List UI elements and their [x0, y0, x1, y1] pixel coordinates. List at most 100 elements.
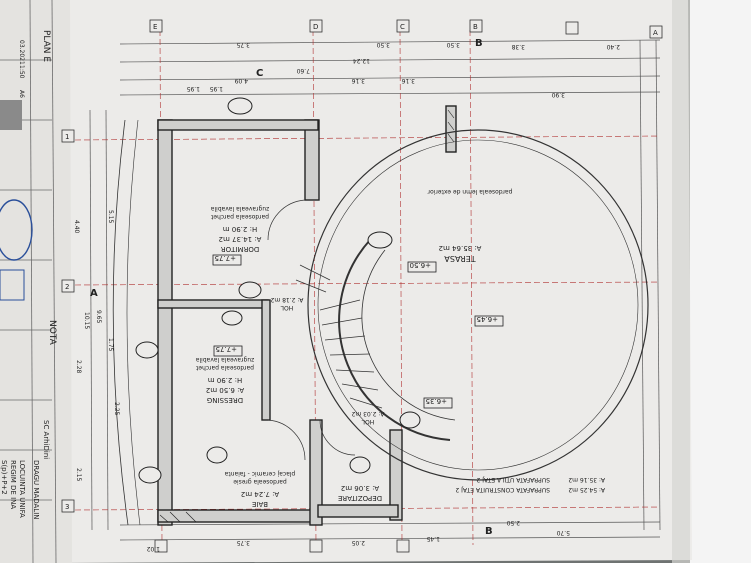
summary-built-label: SUPRAFATA CONSTRUITA ETAJ 2	[455, 486, 550, 493]
svg-text:2.15: 2.15	[75, 468, 82, 482]
svg-text:1.45: 1.45	[426, 535, 440, 542]
room-dressing-height: H: 2.90 m	[208, 376, 243, 384]
svg-text:A: A	[653, 29, 658, 37]
stamp-blue	[0, 199, 33, 261]
left-curve-inner	[126, 119, 141, 526]
svg-text:3.16: 3.16	[351, 77, 365, 84]
section-mark-b-top: B	[475, 38, 483, 49]
svg-text:3.90: 3.90	[551, 91, 565, 98]
room-dressing-name: DRESSING	[207, 396, 243, 404]
summary-useful-label: SUPRAFATA UTILA ETAJ 2	[476, 476, 550, 483]
room-dormitor-height: H: 2.90 m	[223, 225, 258, 233]
summary-built-value: A: 54.25 m2	[568, 486, 605, 493]
svg-text:3.16: 3.16	[401, 77, 415, 84]
binder-clip	[0, 100, 22, 130]
room-dressing-walls: zugraveala lavabila	[195, 356, 254, 363]
svg-text:2.40: 2.40	[606, 43, 620, 50]
room-dormitor-floor: pardoseala parchet	[210, 213, 269, 220]
title-block-strip	[0, 0, 72, 563]
project-line-3: S(p)+P+2	[0, 460, 8, 495]
wall-hatching	[159, 109, 455, 523]
svg-text:2: 2	[65, 283, 69, 291]
walls	[157, 105, 457, 526]
left-curve	[112, 119, 129, 526]
section-mark-c-top: C	[256, 68, 263, 79]
axis-letters: E D C B A 1 2 3	[65, 23, 658, 511]
svg-text:3: 3	[65, 503, 69, 511]
svg-text:10.15: 10.15	[83, 312, 90, 329]
svg-text:1: 1	[65, 133, 69, 141]
drawing-number: A6	[18, 90, 25, 98]
note-title: NOTA	[47, 320, 57, 346]
room-baie-walls: placaj ceramic - faianta	[224, 470, 295, 477]
svg-text:3.75: 3.75	[236, 41, 250, 48]
svg-text:12.24: 12.24	[353, 57, 370, 64]
room-baie-area: A: 7.24 m2	[241, 490, 279, 498]
svg-text:3.50: 3.50	[446, 41, 460, 48]
level-1: +7.75	[215, 254, 236, 262]
svg-text:3.38: 3.38	[511, 43, 525, 50]
dimension-lines	[89, 39, 661, 541]
firm-name: SC ArhiDini	[42, 420, 50, 459]
room-depozitare-name: DEPOZITARE	[338, 494, 382, 502]
door-swings	[267, 199, 356, 461]
svg-text:1.75: 1.75	[107, 338, 114, 352]
spiral-stair	[295, 264, 383, 409]
project-line-2: REGIM DE INA	[9, 460, 17, 509]
sheet-title: PLAN E	[41, 30, 51, 62]
room-baie-name: BAIE	[252, 500, 268, 508]
room-bubbles	[135, 97, 421, 484]
room-hol-2-name: HOL	[280, 304, 293, 311]
svg-text:D: D	[313, 23, 318, 31]
svg-text:3.75: 3.75	[236, 539, 250, 546]
svg-text:2.28: 2.28	[75, 360, 82, 374]
svg-text:4.40: 4.40	[73, 220, 80, 234]
dimension-labels-bottom: 3.75 2.05 1.45 5.70 2.50 1.02	[146, 519, 570, 552]
svg-text:B: B	[473, 23, 478, 31]
room-baie-floor: pardoseala gresie	[233, 478, 287, 485]
room-hol-1-name: HOL	[361, 418, 374, 425]
level-2: +7.75	[216, 345, 237, 353]
room-depozitare-area: A: 3.06 m2	[341, 484, 379, 492]
svg-text:5.15: 5.15	[107, 210, 114, 224]
svg-text:3.50: 3.50	[376, 41, 390, 48]
svg-text:E: E	[153, 23, 157, 31]
svg-text:9.65: 9.65	[95, 310, 102, 324]
svg-text:5.70: 5.70	[556, 529, 570, 536]
room-dressing-floor: pardoseala parchet	[195, 364, 254, 371]
level-3: +6.50	[410, 261, 431, 269]
date-value: 03.2021	[18, 40, 25, 65]
room-terasa-floor: pardoseala lemn de exterior	[427, 188, 512, 195]
svg-text:C: C	[400, 23, 405, 31]
room-terasa-name: TERASA	[444, 254, 477, 263]
terrace-outline	[307, 129, 649, 481]
summary-useful-value: A: 35.16 m2	[568, 476, 605, 483]
svg-text:2.50: 2.50	[506, 519, 520, 526]
room-terasa-area: A: 35.64 m2	[439, 244, 482, 252]
project-line-1: LOCUINTA UNIFA	[18, 460, 26, 518]
room-dormitor-area: A: 14.37 m2	[219, 235, 262, 243]
designer-name: DRAGU MADALIN	[32, 460, 40, 520]
room-dormitor-name: DORMITOR	[221, 245, 260, 253]
svg-text:4.09: 4.09	[234, 77, 248, 84]
room-dressing-area: A: 6.50 m2	[206, 386, 244, 394]
svg-text:2.25: 2.25	[113, 402, 120, 416]
section-mark-b-bottom: B	[485, 526, 493, 537]
dimension-labels-left: 4.40 5.15 9.65 10.15 1.75 2.28 2.25 2.15	[73, 210, 120, 482]
dimension-labels-top: 3.75 3.50 3.50 12.24 7.60 3.16 3.16 4.09…	[186, 41, 620, 98]
svg-text:1.95: 1.95	[209, 85, 223, 92]
white-sheet-right	[690, 0, 751, 563]
room-hol-1-area: A: 2.03 m2	[351, 410, 384, 417]
svg-text:1.02: 1.02	[146, 545, 160, 552]
level-markers	[212, 254, 504, 409]
svg-text:2.05: 2.05	[351, 539, 365, 546]
room-hol-2-area: A: 2.18 m2	[270, 296, 303, 303]
svg-text:1.95: 1.95	[186, 85, 200, 92]
svg-text:7.60: 7.60	[296, 67, 310, 74]
paper-curl-shadow	[672, 0, 690, 563]
drawing-paper	[50, 0, 692, 563]
axis-markers	[61, 19, 663, 553]
room-dormitor-walls: zugraveala lavabila	[210, 205, 269, 212]
scale-value: 1:50	[18, 65, 25, 79]
